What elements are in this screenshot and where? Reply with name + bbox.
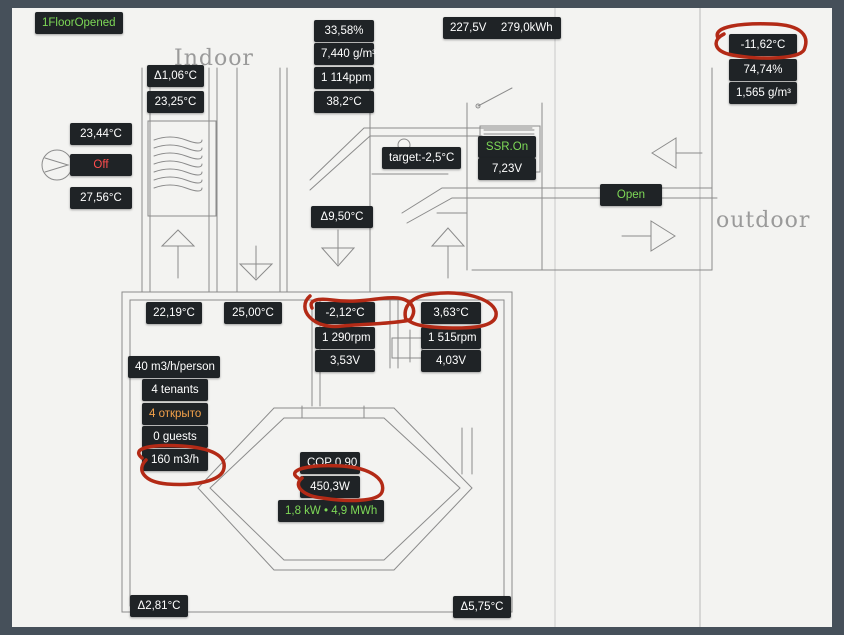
room-co2-badge: 1 114ppm [314,67,374,89]
heater-outlet-temp-badge: 27,56°C [70,187,132,209]
supply-air-temp-badge: 22,19°C [146,302,202,324]
power-voltage-value: 227,5V [450,22,487,34]
exchanger-delta-temp-badge: Δ9,50°C [311,206,373,228]
room-abs-humidity-badge: 7,440 g/m³ [314,43,376,65]
fan1-voltage-badge: 3,53V [315,350,375,372]
fan1-rpm-badge: 1 290rpm [315,327,375,349]
energy-summary-badge: 1,8 kW • 4,9 MWh [278,500,384,522]
target-temp-badge[interactable]: target:-2,5°C [382,147,462,169]
hvac-diagram-panel: Indoor outdoor 1FloorOpened Δ1,06°C 23,2… [12,8,832,627]
heater-inlet-temp-badge: 23,44°C [70,123,132,145]
power-energy-value: 279,0kWh [500,22,553,34]
bottom-left-delta-temp-badge: Δ2,81°C [130,595,188,617]
fan2-voltage-badge: 4,03V [421,350,481,372]
indoor-temp-badge: 23,25°C [147,91,204,113]
outdoor-handwritten-label: outdoor [716,208,811,233]
power-meter-badge: 227,5V 279,0kWh [443,17,561,39]
indoor-delta-temp-badge: Δ1,06°C [147,65,204,87]
fan2-rpm-badge: 1 515rpm [421,327,481,349]
outdoor-temp-badge: -11,62°C [729,34,797,56]
bottom-right-delta-temp-badge: Δ5,75°C [453,596,511,618]
hvac-sketch-drawing [41,8,718,627]
ssr-voltage-badge: 7,23V [478,158,536,180]
ventilation-rate-per-person-badge: 40 m3/h/person [128,356,220,378]
outdoor-abs-humidity-badge: 1,565 g/m³ [729,82,797,104]
fan1-temp-badge: -2,12°C [315,302,375,324]
ventilation-flow-badge: 160 m3/h [142,449,208,471]
tenants-count-badge: 4 tenants [142,379,208,401]
outdoor-humidity-badge: 74,74% [729,59,797,81]
ssr-state-badge[interactable]: SSR.On [478,136,536,158]
heater-state-toggle[interactable]: Off [70,154,132,176]
heat-pump-power-badge: 450,3W [300,476,360,498]
damper-open-toggle[interactable]: Open [600,184,662,206]
cop-badge: COP 0,90 [300,452,360,474]
guests-count-badge: 0 guests [142,426,208,448]
room-temp-badge: 38,2°C [314,91,374,113]
extract-air-temp-badge: 25,00°C [224,302,282,324]
room-humidity-badge: 33,58% [314,20,374,42]
fan2-temp-badge: 3,63°C [421,302,481,324]
floor-opened-status-badge: 1FloorOpened [35,12,123,34]
open-count-badge: 4 открыто [142,403,208,425]
